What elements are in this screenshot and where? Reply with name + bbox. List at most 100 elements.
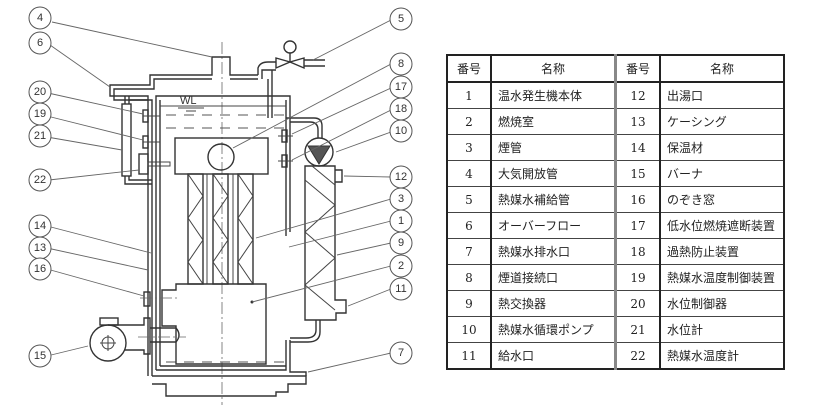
part-number-cell: 16: [614, 186, 661, 213]
part-name-cell: 熱媒水循環ポンプ: [490, 316, 616, 343]
part-name-cell: 燃焼室: [490, 108, 616, 135]
part-number-cell: 6: [446, 212, 492, 239]
svg-text:19: 19: [34, 108, 46, 120]
svg-text:9: 9: [398, 237, 404, 249]
callout-10: 10: [389, 119, 413, 143]
part-number-cell: 12: [614, 81, 661, 109]
part-number-cell: 8: [446, 264, 492, 291]
part-number-cell: 13: [614, 108, 661, 135]
svg-text:6: 6: [37, 37, 43, 49]
part-number-cell: 10: [446, 316, 492, 343]
boiler-cross-section-diagram: WL: [28, 6, 413, 405]
callout-11: 11: [389, 277, 413, 301]
svg-text:5: 5: [398, 13, 404, 25]
part-number-cell: 7: [446, 238, 492, 265]
svg-text:15: 15: [34, 350, 46, 362]
svg-text:3: 3: [398, 193, 404, 205]
leader-lines: [46, 19, 392, 373]
svg-text:7: 7: [398, 347, 404, 359]
svg-text:11: 11: [395, 283, 406, 295]
part-name-cell: 煙道接続口: [490, 264, 616, 291]
part-name-cell: 出湯口: [659, 81, 785, 109]
part-number-cell: 17: [614, 212, 661, 239]
callout-12: 12: [389, 165, 413, 189]
svg-text:21: 21: [34, 130, 46, 142]
table-header-row: 番号 名称 番号 名称: [446, 54, 785, 83]
callout-4: 4: [28, 6, 52, 30]
part-number-cell: 19: [614, 264, 661, 291]
callout-3: 3: [389, 187, 413, 211]
part-name-cell: 煙管: [490, 134, 616, 161]
header-name-2: 名称: [659, 54, 785, 83]
smoke-tubes: [187, 173, 254, 285]
part-name-cell: 温水発生機本体: [490, 81, 616, 109]
part-name-cell: 水位計: [659, 316, 785, 343]
callout-15: 15: [28, 344, 52, 368]
part-number-cell: 14: [614, 134, 661, 161]
callout-18: 18: [389, 97, 413, 121]
water-level-label: WL: [180, 95, 197, 107]
svg-text:20: 20: [34, 86, 46, 98]
part-name-cell: 熱媒水補給管: [490, 186, 616, 213]
peep-window: [143, 291, 151, 307]
heat-exchanger: [290, 165, 347, 343]
part-name-cell: 水位制御器: [659, 290, 785, 317]
callout-14: 14: [28, 214, 52, 238]
water-level-controller: [142, 109, 160, 123]
part-number-cell: 22: [614, 342, 661, 370]
part-name-cell: のぞき窓: [659, 186, 785, 213]
callout-16: 16: [28, 257, 52, 281]
callout-5: 5: [389, 7, 413, 31]
temperature-controller: [142, 135, 160, 149]
part-number-cell: 3: [446, 134, 492, 161]
part-name-cell: 熱媒水温度制御装置: [659, 264, 785, 291]
part-number-cell: 4: [446, 160, 492, 187]
part-number-cell: 20: [614, 290, 661, 317]
part-name-cell: ケーシング: [659, 108, 785, 135]
svg-text:8: 8: [398, 58, 404, 70]
header-number-1: 番号: [446, 54, 492, 83]
svg-text:1: 1: [398, 215, 404, 227]
part-name-cell: 熱媒水温度計: [659, 342, 785, 370]
callout-8: 8: [389, 52, 413, 76]
callout-19: 19: [28, 102, 52, 126]
callout-6: 6: [28, 31, 52, 55]
part-name-cell: 大気開放管: [490, 160, 616, 187]
callout-2: 2: [389, 254, 413, 278]
callout-21: 21: [28, 124, 52, 148]
combustion-chamber: [161, 283, 267, 365]
circulation-pump: [286, 117, 334, 167]
casing: [109, 56, 307, 397]
part-number-cell: 21: [614, 316, 661, 343]
water-level-gauge: [121, 96, 152, 185]
inner-shell: [155, 95, 307, 376]
make-up-pipe: [257, 40, 325, 118]
callout-1: 1: [389, 209, 413, 233]
part-number-cell: 2: [446, 108, 492, 135]
callout-13: 13: [28, 236, 52, 260]
svg-text:17: 17: [395, 81, 407, 93]
part-number-cell: 18: [614, 238, 661, 265]
svg-text:22: 22: [34, 174, 46, 186]
part-number-cell: 15: [614, 160, 661, 187]
svg-text:16: 16: [34, 263, 46, 275]
callout-7: 7: [389, 341, 413, 365]
part-name-cell: 熱媒水排水口: [490, 238, 616, 265]
svg-text:18: 18: [395, 103, 407, 115]
callout-22: 22: [28, 168, 52, 192]
part-name-cell: 過熱防止装置: [659, 238, 785, 265]
svg-text:10: 10: [395, 125, 407, 137]
part-name-cell: 低水位燃焼遮断装置: [659, 212, 785, 239]
part-number-cell: 9: [446, 290, 492, 317]
